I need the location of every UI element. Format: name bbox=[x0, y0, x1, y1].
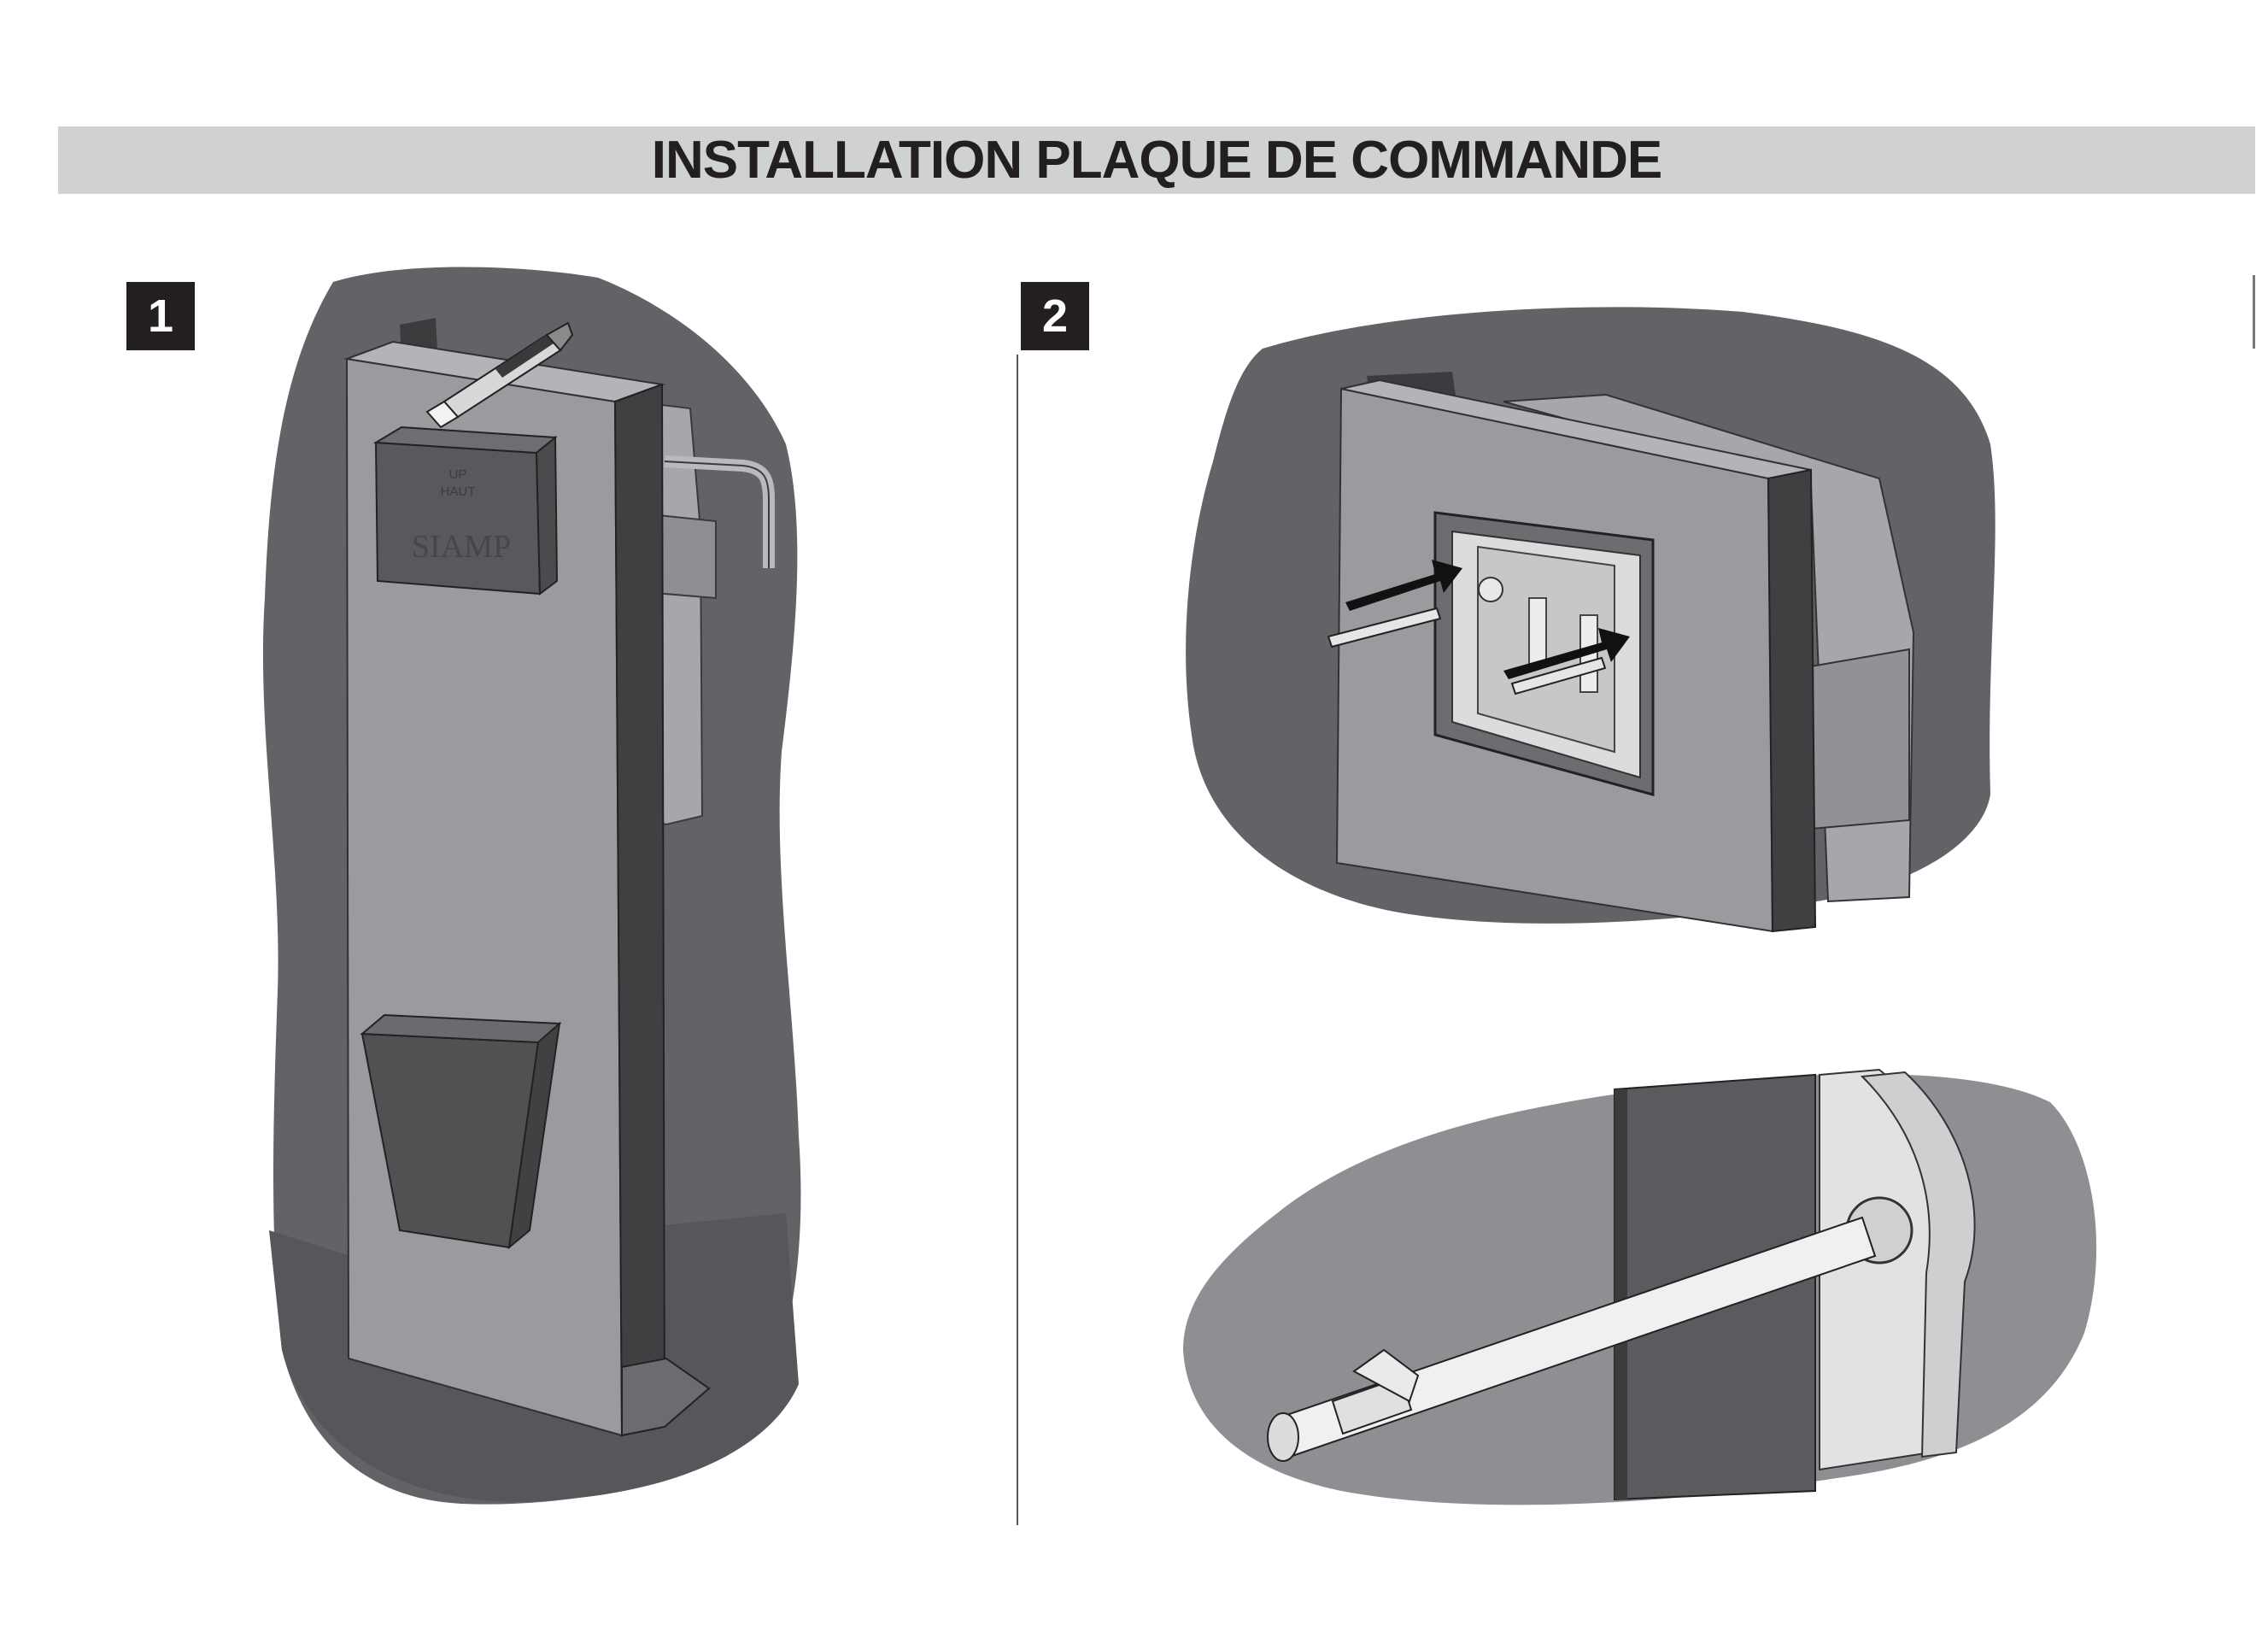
screw-anchor-icon bbox=[1267, 1216, 1877, 1462]
cutter-knife-icon bbox=[425, 321, 574, 429]
column-divider bbox=[1017, 355, 1018, 1525]
step-1-illustration: UP HAUT SIAMP bbox=[262, 267, 801, 1505]
page-title: INSTALLATION PLAQUE DE COMMANDE bbox=[651, 131, 1663, 190]
box-label-up: UP bbox=[449, 467, 467, 482]
upper-box bbox=[374, 441, 542, 596]
box-brand-logo: SIAMP bbox=[412, 529, 511, 565]
screw-anchor-icon bbox=[1327, 607, 1607, 695]
step-1-badge: 1 bbox=[126, 282, 195, 350]
arrow-icon bbox=[1345, 560, 1630, 679]
step-2-detail-illustration bbox=[1183, 1068, 2097, 1505]
step-2-top-illustration bbox=[1186, 307, 1995, 933]
step-2-badge: 2 bbox=[1021, 282, 1089, 350]
title-bar: INSTALLATION PLAQUE DE COMMANDE bbox=[58, 126, 2255, 194]
edge-mark bbox=[2253, 275, 2255, 349]
step-1-bar bbox=[613, 383, 666, 1437]
box-label-haut: HAUT bbox=[441, 484, 476, 499]
